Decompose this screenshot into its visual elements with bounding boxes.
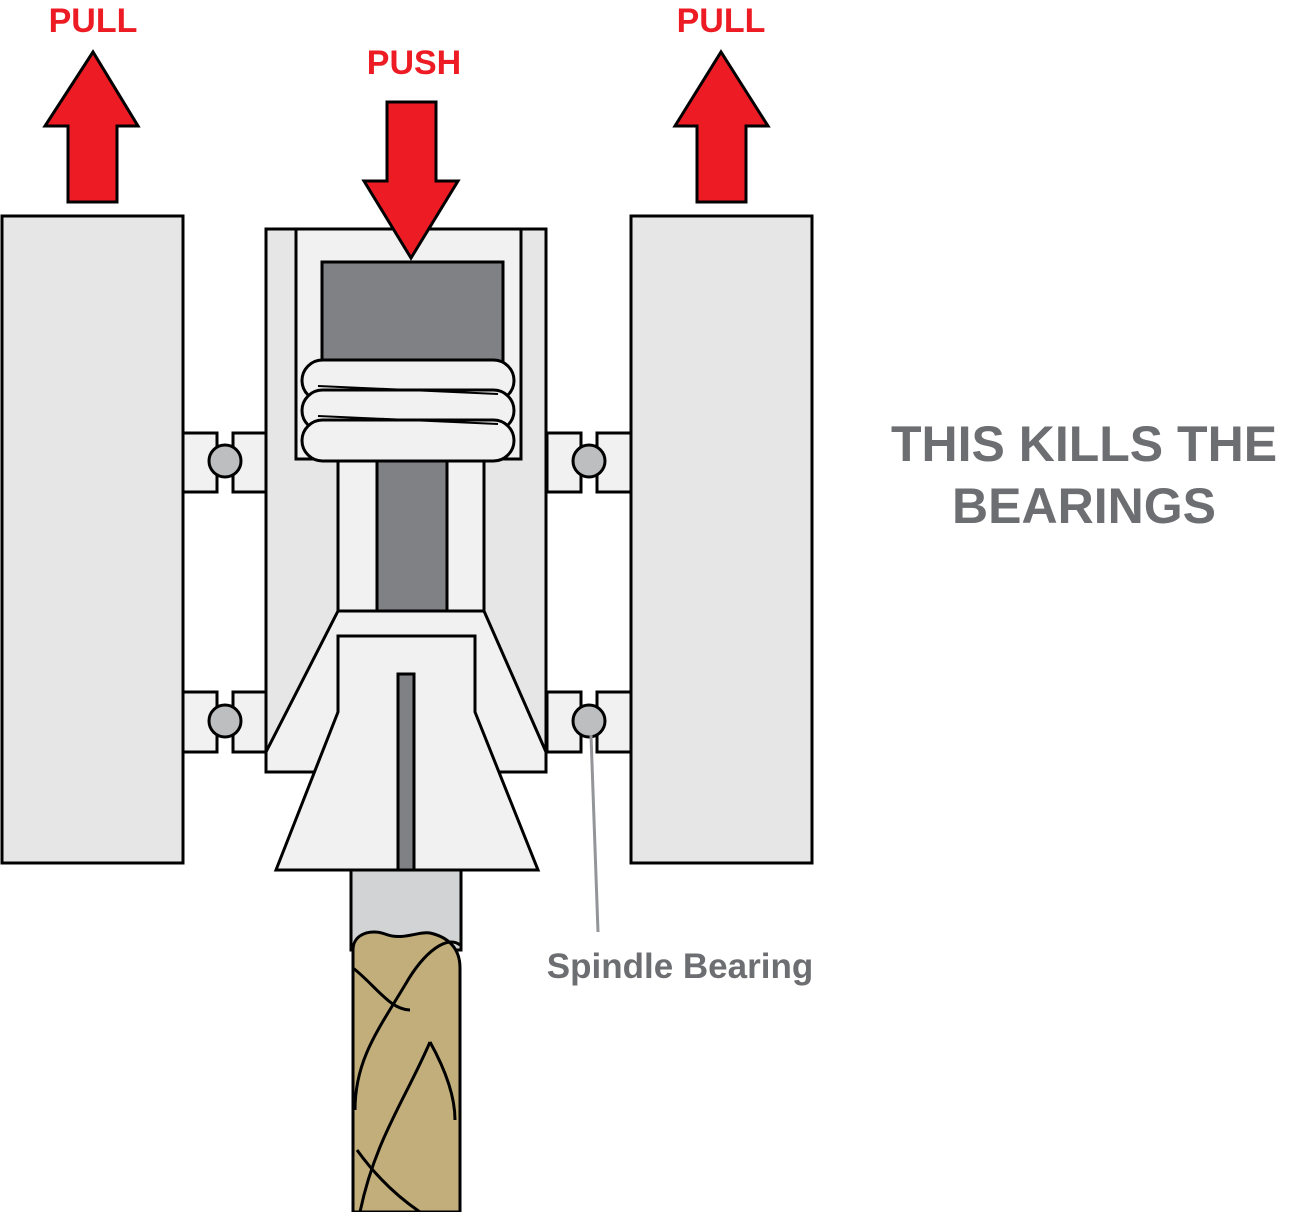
holder-slot xyxy=(396,672,416,872)
end-mill-flutes xyxy=(351,930,462,1212)
spindle-bearing-leader xyxy=(589,734,600,933)
push-label: PUSH xyxy=(367,44,461,82)
drawbar-rod xyxy=(375,438,449,638)
housing-right xyxy=(629,214,814,865)
pull-label-right: PULL xyxy=(677,2,766,40)
pull-arrow-left xyxy=(42,49,141,204)
pull-label-left: PULL xyxy=(49,2,138,40)
bearing-right-lower xyxy=(545,690,633,754)
headline-line-1: THIS KILLS THE xyxy=(891,416,1277,472)
housing-left xyxy=(0,214,185,865)
spindle-bearing-label: Spindle Bearing xyxy=(547,947,813,986)
pull-arrow-right xyxy=(672,49,771,204)
spring-coils xyxy=(300,358,516,463)
bearing-left-upper xyxy=(181,431,268,494)
headline-line-2: BEARINGS xyxy=(952,478,1216,534)
drawbar-head xyxy=(320,260,505,366)
bearing-left-lower xyxy=(181,690,268,754)
bearing-right-upper xyxy=(545,431,633,494)
push-arrow xyxy=(361,100,461,261)
